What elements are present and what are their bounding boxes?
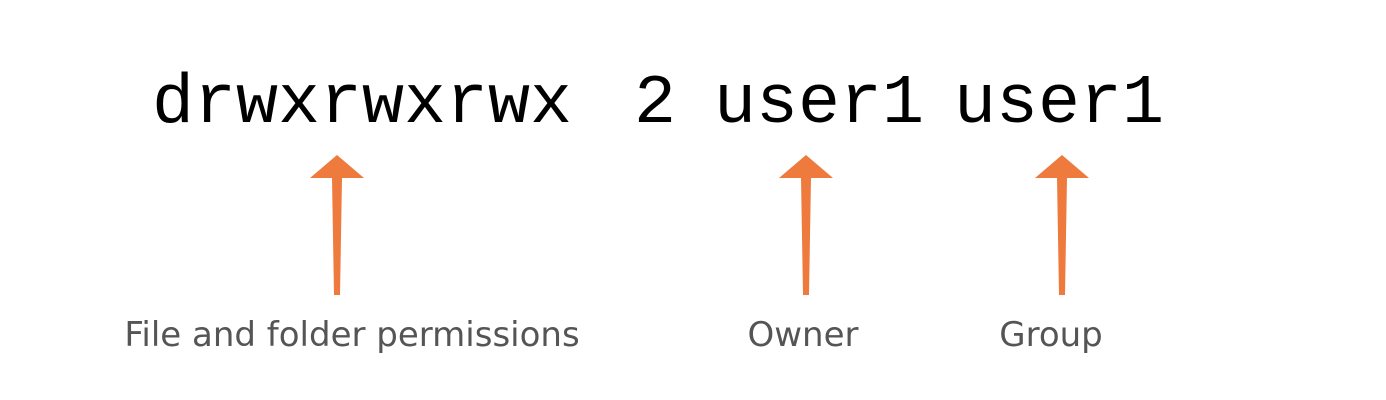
arrow-up-icon xyxy=(310,155,364,295)
group-arrow-up-icon xyxy=(1032,152,1092,298)
owner-arrow-up-icon xyxy=(776,152,836,298)
owner-label: Owner xyxy=(747,315,859,355)
group-name: user1 xyxy=(954,65,1165,144)
owner-name: user1 xyxy=(714,65,925,144)
link-count: 2 xyxy=(634,65,677,144)
arrow-up-icon xyxy=(1035,155,1089,295)
ls-output-line: drwxrwxrwx 2 user1 user1 xyxy=(0,60,1386,150)
group-label: Group xyxy=(999,315,1103,355)
arrow-up-icon xyxy=(779,155,833,295)
permissions-string: drwxrwxrwx xyxy=(152,65,573,144)
permissions-label: File and folder permissions xyxy=(124,315,580,355)
permissions-arrow-up-icon xyxy=(307,152,367,298)
